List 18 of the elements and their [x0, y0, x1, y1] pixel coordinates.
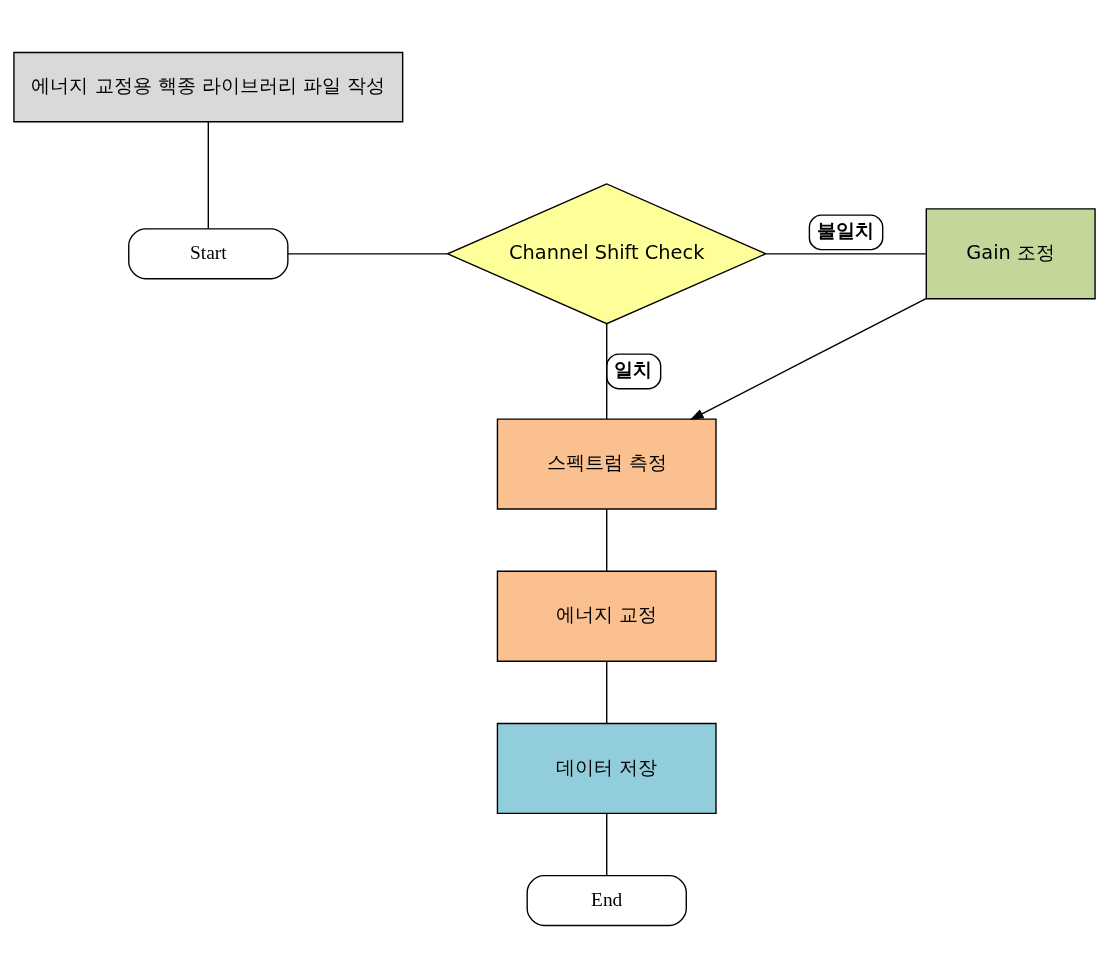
arrow [689, 297, 927, 420]
connector [606, 507, 608, 572]
edge-label: 불일치 [817, 218, 874, 242]
connector [606, 812, 608, 876]
node-box: 데이터 저장 [496, 722, 717, 814]
connector [606, 660, 608, 724]
connector [207, 120, 209, 229]
node-box: 스펙트럼 측정 [496, 417, 717, 510]
edge-label: 일치 [614, 357, 653, 381]
connector [287, 252, 449, 254]
node-box: 에너지 교정용 핵종 라이브러리 파일 작성 [13, 51, 404, 122]
connector [606, 322, 608, 420]
node-box: Start [128, 227, 289, 279]
node-box: 에너지 교정 [496, 570, 717, 662]
connector [765, 252, 927, 254]
node-box: End [526, 874, 687, 926]
node-box: Gain 조정 [925, 207, 1096, 299]
node-diamond: Channel Shift Check [445, 182, 768, 324]
